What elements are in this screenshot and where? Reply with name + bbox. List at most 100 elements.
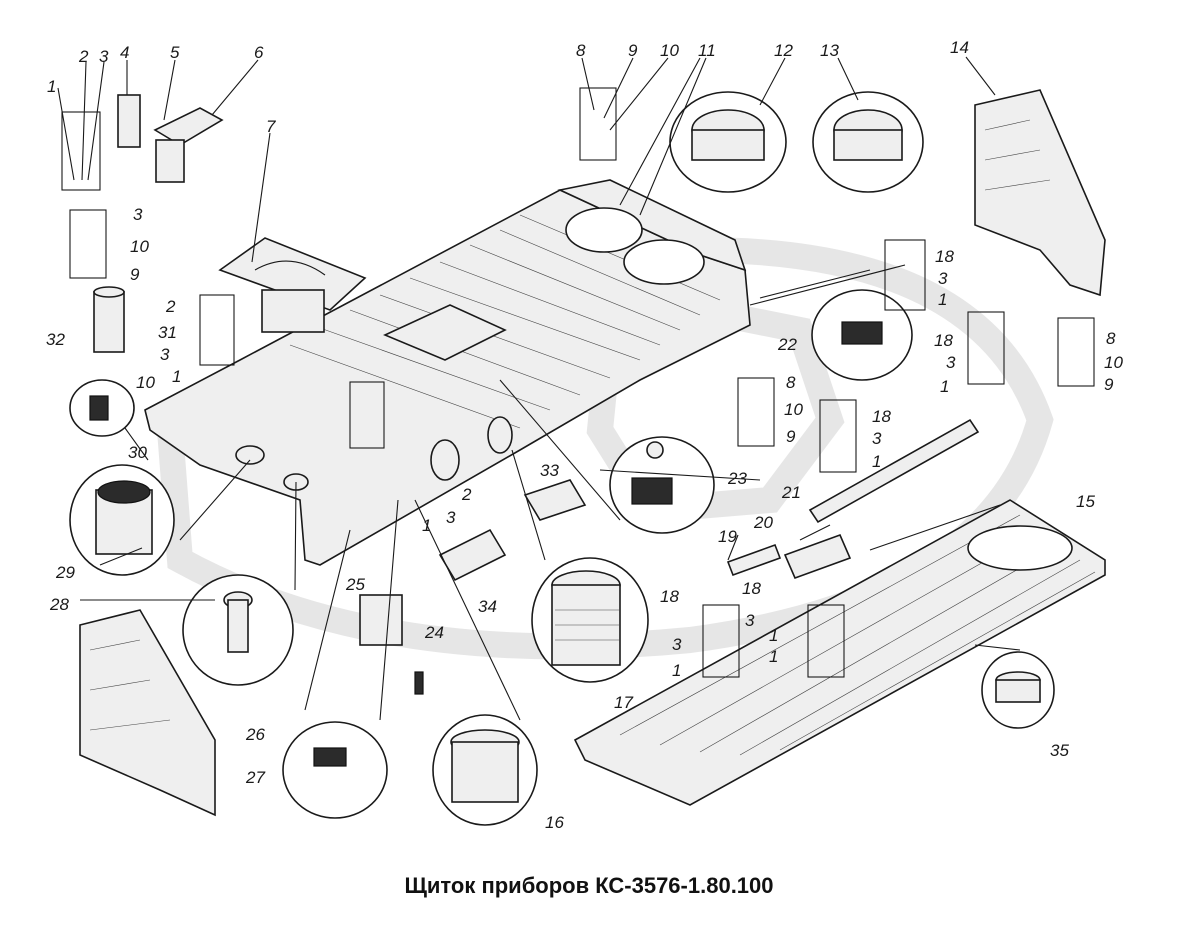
callout-part-28: [182, 574, 294, 686]
fastener-box-3-10-9: [69, 209, 107, 279]
part-label-10e: 10: [784, 400, 803, 419]
gauge-13: [812, 91, 924, 193]
part-label-2c: 2: [461, 485, 472, 504]
part-label-18b: 18: [934, 331, 953, 350]
bottom-tray-15: [573, 499, 1106, 806]
fastener-box-18-3-1: [884, 239, 926, 311]
part-label-1i: 1: [769, 647, 778, 666]
part-label-25: 25: [345, 575, 365, 594]
callout-bulb-30: [69, 379, 135, 437]
bracket-5-6: [153, 107, 224, 183]
part-label-12: 12: [774, 41, 793, 60]
screw-24: [414, 671, 424, 695]
fastener-box-18-3-1-lower: [819, 399, 857, 473]
part-label-32: 32: [46, 330, 65, 349]
part-label-3f: 3: [946, 353, 956, 372]
part-label-1d: 1: [938, 290, 947, 309]
part-label-3e: 3: [938, 269, 948, 288]
part-label-3b: 3: [133, 205, 143, 224]
part-label-30: 30: [128, 443, 147, 462]
callout-switch-22: [811, 289, 913, 381]
fastener-box-1-2-3: [61, 111, 101, 191]
part-label-18e: 18: [742, 579, 761, 598]
plate-25: [359, 594, 403, 646]
part-label-1b: 1: [172, 367, 181, 386]
leader-lines: [57, 56, 1021, 721]
fastener-box-panel: [349, 381, 385, 449]
part-label-33: 33: [540, 461, 559, 480]
callout-part-35: [981, 651, 1055, 729]
part-label-1h: 1: [769, 626, 778, 645]
part-label-2a: 2: [78, 47, 89, 66]
part-label-11: 11: [698, 41, 716, 60]
part-label-1e: 1: [940, 377, 949, 396]
part-label-1a: 1: [47, 77, 56, 96]
part-label-8a: 8: [576, 41, 586, 60]
bar-21: [808, 418, 980, 524]
part-label-17: 17: [614, 693, 633, 712]
part-label-26: 26: [245, 725, 265, 744]
part-label-3h: 3: [672, 635, 682, 654]
part-label-15: 15: [1076, 492, 1095, 511]
part-label-3a: 3: [99, 47, 109, 66]
callout-gauge-17: [531, 557, 649, 683]
part-label-9b: 9: [628, 41, 638, 60]
part-label-19: 19: [718, 527, 737, 546]
part-label-9c: 9: [1104, 375, 1114, 394]
part-label-18c: 18: [872, 407, 891, 426]
part-label-10d: 10: [1104, 353, 1123, 372]
plate-19: [726, 543, 782, 577]
part-label-31: 31: [158, 323, 177, 342]
part-label-27: 27: [245, 768, 265, 787]
part-label-9a: 9: [130, 265, 140, 284]
plate-20: [783, 533, 852, 580]
part-label-4: 4: [120, 43, 129, 62]
bushing-32: [93, 286, 125, 353]
part-label-5: 5: [170, 43, 180, 62]
fastener-box-2-31-3: [199, 294, 235, 366]
part-label-21: 21: [781, 483, 801, 502]
part-label-1c: 1: [422, 516, 431, 535]
gauge-12: [669, 91, 787, 193]
part-label-1f: 1: [872, 452, 881, 471]
part-label-14: 14: [950, 38, 969, 57]
part-label-35: 35: [1050, 741, 1069, 760]
callout-part-26: [282, 721, 388, 819]
part-label-24: 24: [424, 623, 444, 642]
part-label-18d: 18: [660, 587, 679, 606]
part-label-20: 20: [753, 513, 773, 532]
part-label-34: 34: [478, 597, 497, 616]
fastener-box-18-3-1-bottom-left: [702, 604, 740, 678]
part-label-8b: 8: [1106, 329, 1116, 348]
fastener-box-18-3-1-mid: [967, 311, 1005, 385]
part-label-10c: 10: [136, 373, 155, 392]
part-label-22: 22: [777, 335, 797, 354]
part-label-10a: 10: [130, 237, 149, 256]
part-label-18a: 18: [935, 247, 954, 266]
part-label-3i: 3: [745, 611, 755, 630]
part-labels: 1 2 3 4 5 6 3 10 9 7 8 9 10 11 12 13 14 …: [46, 38, 1123, 832]
part-label-10b: 10: [660, 41, 679, 60]
part-label-23: 23: [727, 469, 747, 488]
plate-34: [438, 528, 507, 582]
part-label-1g: 1: [672, 661, 681, 680]
callout-gauge-16: [432, 714, 538, 826]
part-label-28: 28: [49, 595, 69, 614]
callout-part-29: [69, 464, 175, 576]
callout-switch-23: [609, 436, 715, 534]
part-label-3d: 3: [446, 508, 456, 527]
part-label-2b: 2: [165, 297, 176, 316]
exploded-parts-diagram: 1 2 3 4 5 6 3 10 9 7 8 9 10 11 12 13 14 …: [46, 38, 1123, 832]
diagram-caption: Щиток приборов КС-3576-1.80.100: [404, 873, 774, 898]
side-panel-27: [79, 609, 216, 817]
part-label-9d: 9: [786, 427, 796, 446]
gauge-7: [218, 237, 367, 333]
part-label-8c: 8: [786, 373, 796, 392]
part-label-3g: 3: [872, 429, 882, 448]
part-label-7: 7: [266, 117, 276, 136]
bracket-4: [117, 94, 141, 148]
part-label-13: 13: [820, 41, 839, 60]
part-label-16: 16: [545, 813, 564, 832]
side-panel-14: [974, 89, 1106, 297]
fastener-box-8-9-10-top: [579, 87, 617, 161]
